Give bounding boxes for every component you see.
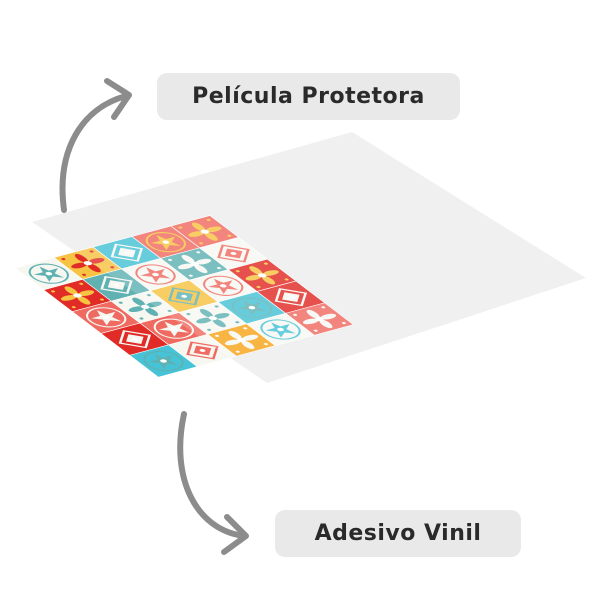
protective-film-label: Película Protetora	[157, 73, 460, 120]
curved-arrow-up-icon	[59, 78, 132, 213]
curved-arrow-down-icon	[177, 411, 249, 555]
film-overlay-edge	[32, 132, 586, 383]
tile	[285, 302, 355, 336]
protective-film-sheet	[32, 132, 586, 383]
vinyl-sticker-label: Adesivo Vinil	[275, 510, 521, 557]
vinyl-tile-sheet	[15, 216, 355, 378]
